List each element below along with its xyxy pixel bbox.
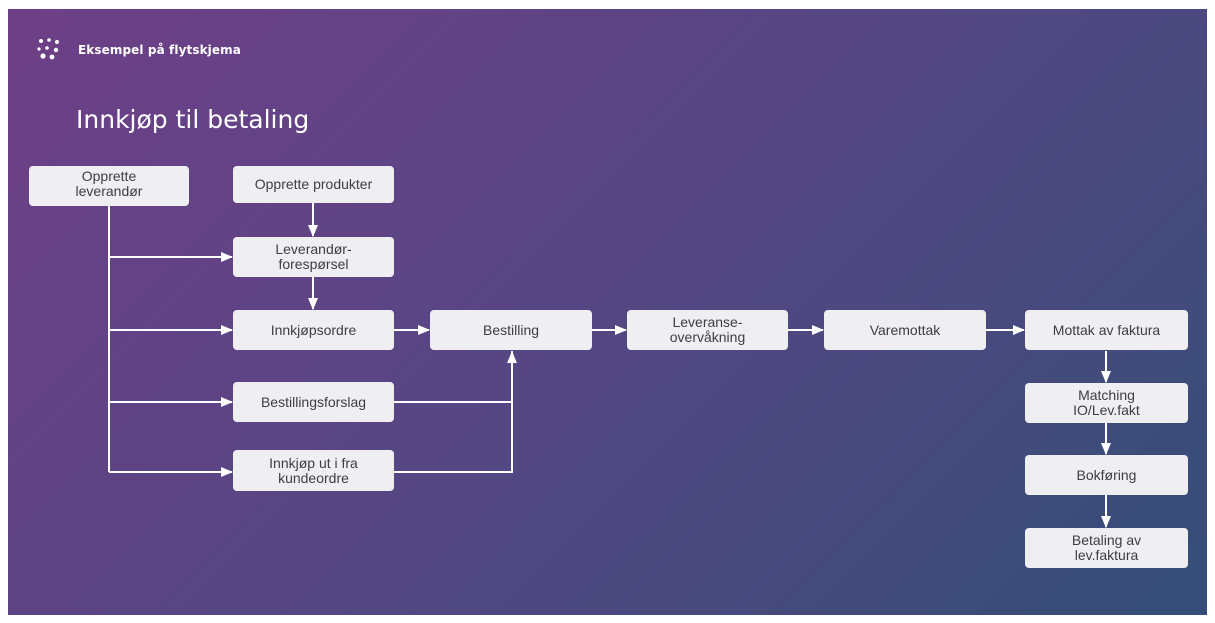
slide: Eksempel på flytskjema Innkjøp til betal… [8, 9, 1207, 615]
brand-label: Eksempel på flytskjema [78, 43, 241, 57]
node-betaling: Betaling av lev.faktura [1025, 528, 1188, 568]
node-mottak-faktura: Mottak av faktura [1025, 310, 1188, 350]
dots-logo-icon [37, 38, 59, 60]
node-matching: Matching IO/Lev.fakt [1025, 383, 1188, 423]
node-opprette-leverandor: Opprette leverandør [29, 166, 189, 206]
flow-connectors [108, 203, 1111, 528]
connector-kundeordre-bestilling [394, 351, 513, 473]
node-leveranseovervakning: Leveranse- overvåkning [627, 310, 788, 350]
node-bokforing: Bokføring [1025, 455, 1188, 495]
node-bestillingsforslag: Bestillingsforslag [233, 382, 394, 422]
node-innkjopsordre: Innkjøpsordre [233, 310, 394, 350]
node-bestilling: Bestilling [430, 310, 592, 350]
node-opprette-produkter: Opprette produkter [233, 166, 394, 203]
node-leverandor-foresporsel: Leverandør- forespørsel [233, 237, 394, 277]
node-varemottak: Varemottak [824, 310, 986, 350]
node-innkjop-kundeordre: Innkjøp ut i fra kundeordre [233, 450, 394, 491]
page-title: Innkjøp til betaling [76, 105, 310, 134]
